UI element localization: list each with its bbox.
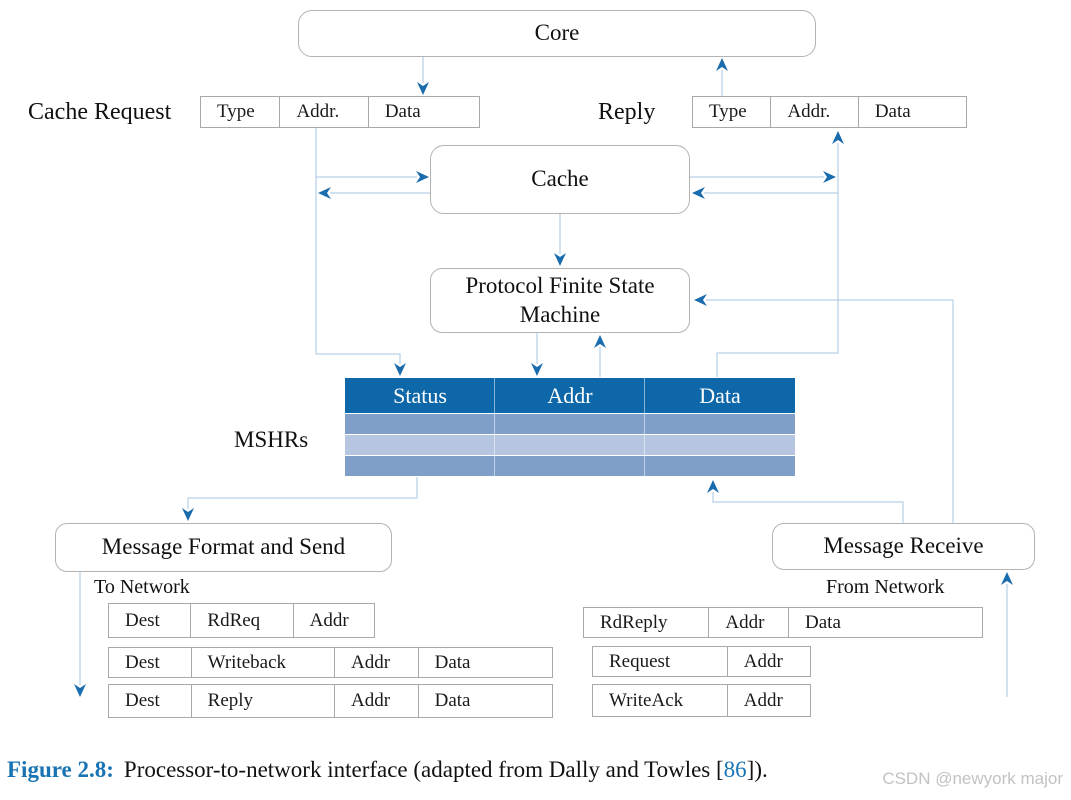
wire-receive-to-fsm	[706, 299, 954, 523]
arrowhead-left-icon	[694, 294, 707, 306]
to-network-message-reply: Dest Reply Addr Data	[108, 684, 553, 718]
arrowhead-down-icon	[74, 684, 86, 697]
table-cell: RdReq	[190, 604, 292, 637]
to-network-label: To Network	[94, 576, 190, 598]
protocol-fsm-box-label: Protocol Finite State Machine	[465, 272, 655, 327]
wire-mshr-to-format	[187, 477, 418, 509]
mshr-header-data: Data	[699, 382, 741, 408]
table-cell: Addr	[708, 608, 788, 637]
arrowhead-up-icon	[594, 335, 606, 348]
message-receive-box: Message Receive	[772, 523, 1035, 570]
arrowhead-up-icon	[1001, 572, 1013, 585]
table-cell: Addr.	[770, 97, 857, 127]
core-box: Core	[298, 10, 816, 57]
mshr-entry-row	[345, 413, 795, 434]
table-cell: Dest	[125, 690, 160, 711]
mshr-column-divider	[644, 378, 645, 476]
from-network-message-request: Request Addr	[592, 646, 811, 677]
mshr-entry-row	[345, 455, 795, 476]
table-cell: Writeback	[190, 648, 334, 677]
table-cell: Type	[217, 101, 255, 122]
mshr-table: Status Addr Data	[345, 378, 795, 476]
to-network-message-writeback: Dest Writeback Addr Data	[108, 647, 553, 678]
mshr-column-divider	[494, 378, 495, 476]
table-cell: Addr	[292, 604, 374, 637]
table-cell: Data	[788, 608, 982, 637]
arrowhead-up-icon	[716, 58, 728, 71]
message-format-send-label: Message Format and Send	[101, 534, 346, 560]
table-cell: Data	[417, 648, 552, 677]
table-cell: Data	[367, 97, 479, 127]
table-cell: Data	[417, 685, 552, 717]
table-cell: WriteAck	[609, 689, 684, 711]
wire-reply-vertical	[716, 143, 839, 377]
mshr-entry-row	[345, 434, 795, 455]
mshrs-label: MSHRs	[234, 427, 309, 452]
csdn-watermark: CSDN @newyork major	[882, 769, 1063, 788]
from-network-message-writeack: WriteAck Addr	[592, 684, 811, 717]
caption-text: Processor-to-network interface (adapted …	[123, 757, 724, 782]
table-cell: Addr	[726, 647, 810, 676]
table-cell: Addr.	[279, 97, 367, 127]
table-cell: RdReply	[600, 611, 668, 633]
arrowhead-right-icon	[823, 171, 836, 183]
arrowhead-right-icon	[416, 171, 429, 183]
protocol-fsm-box: Protocol Finite State Machine	[430, 268, 690, 333]
arrowhead-down-icon	[417, 82, 429, 95]
cache-box-label: Cache	[531, 166, 589, 192]
from-network-label: From Network	[826, 576, 945, 598]
from-network-message-rdreply: RdReply Addr Data	[583, 607, 983, 638]
arrowhead-down-icon	[182, 508, 194, 521]
wire-request-to-mshr	[315, 128, 401, 364]
mshr-header-status: Status	[393, 382, 447, 408]
arrowhead-down-icon	[554, 253, 566, 266]
table-cell: Data	[857, 97, 966, 127]
caption-reference-number: 86	[723, 757, 747, 782]
arrowhead-up-icon	[832, 131, 844, 144]
wire-receive-to-mshr	[712, 492, 904, 523]
figure-caption: Figure 2.8: Processor-to-network interfac…	[7, 757, 768, 783]
arrowhead-down-icon	[394, 363, 406, 376]
figure-number-label: Figure 2.8:	[7, 757, 114, 782]
mshr-header-row: Status Addr Data	[345, 378, 795, 413]
cache-box: Cache	[430, 145, 690, 214]
to-network-message-rdreq: Dest RdReq Addr	[108, 603, 375, 638]
arrowhead-down-icon	[531, 363, 543, 376]
reply-register: Type Addr. Data	[692, 96, 967, 128]
message-receive-label: Message Receive	[823, 533, 984, 559]
cache-request-register: Type Addr. Data	[200, 96, 480, 128]
table-cell: Addr	[726, 685, 810, 716]
table-cell: Dest	[125, 609, 160, 631]
mshr-header-addr: Addr	[547, 382, 593, 408]
table-cell: Dest	[125, 651, 160, 673]
core-box-label: Core	[534, 20, 580, 46]
table-cell: Addr	[333, 648, 418, 677]
arrowhead-up-icon	[707, 480, 719, 493]
table-cell: Addr	[333, 685, 418, 717]
arrowhead-left-icon	[692, 187, 705, 199]
reply-label: Reply	[598, 99, 656, 125]
caption-text-end: ]).	[746, 757, 768, 782]
cache-request-label: Cache Request	[28, 99, 172, 125]
message-format-send-box: Message Format and Send	[55, 523, 392, 572]
table-cell: Request	[609, 650, 671, 672]
table-cell: Reply	[190, 685, 334, 717]
arrowhead-left-icon	[318, 187, 331, 199]
table-cell: Type	[709, 101, 747, 122]
